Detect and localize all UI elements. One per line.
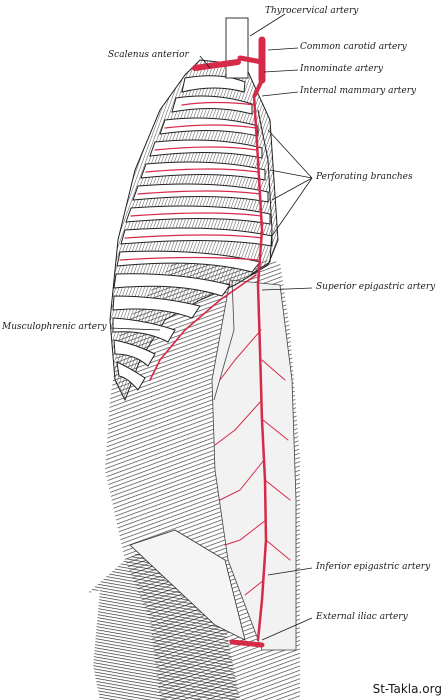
ribs (112, 75, 273, 391)
label-innominate-artery: Innominate artery (300, 64, 383, 74)
label-superior-epigastric-artery: Superior epigastric artery (316, 282, 436, 292)
rectus-sheath (211, 279, 297, 651)
leader-lines (109, 13, 313, 641)
label-internal-mammary-artery: Internal mammary artery (300, 86, 417, 96)
trachea (225, 17, 249, 79)
label-scalenus-anterior: Scalenus anterior (108, 50, 189, 60)
label-external-iliac-artery: External iliac artery (316, 612, 408, 622)
label-musculophrenic-artery: Musculophrenic artery (2, 322, 107, 332)
label-thyrocervical-artery: Thyrocervical artery (265, 6, 359, 16)
watermark: St-Takla.org (372, 682, 442, 696)
label-perforating-branches: Perforating branches (316, 172, 413, 182)
label-common-carotid-artery: Common carotid artery (300, 42, 407, 52)
label-inferior-epigastric-artery: Inferior epigastric artery (316, 562, 431, 572)
arteries (119, 36, 291, 648)
